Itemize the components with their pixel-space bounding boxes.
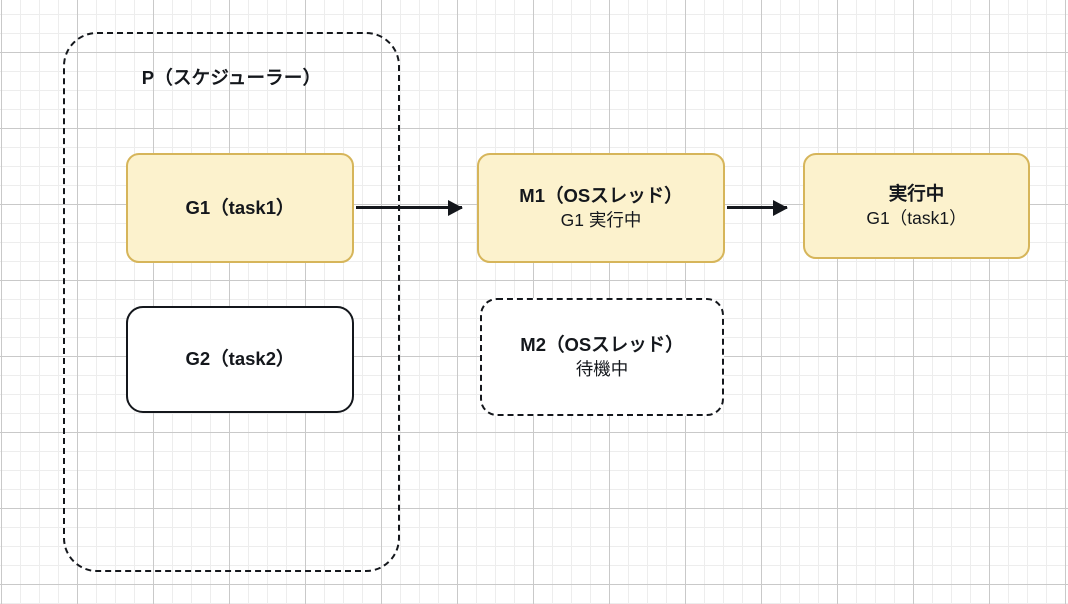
node-m1-title: M1（OSスレッド） [519,184,683,206]
node-running-title: 実行中 [888,182,945,204]
node-m1-status: G1 実行中 [560,209,642,230]
node-g1-label: G1（task1） [185,196,295,218]
arrow-g1-to-m1 [356,206,462,209]
node-g1[interactable]: G1（task1） [126,153,354,263]
node-m2[interactable]: M2（OSスレッド） 待機中 [480,298,724,416]
node-g2-label: G2（task2） [185,348,295,370]
node-m2-title: M2（OSスレッド） [520,333,684,355]
node-g2[interactable]: G2（task2） [126,306,354,413]
scheduler-container-p[interactable] [63,32,400,572]
node-m2-status: 待機中 [575,358,629,379]
arrow-m1-to-running [727,206,787,209]
scheduler-label: P（スケジューラー） [141,67,322,88]
node-running-state[interactable]: 実行中 G1（task1） [803,153,1030,259]
node-m1[interactable]: M1（OSスレッド） G1 実行中 [477,153,725,263]
node-running-detail: G1（task1） [866,207,967,228]
